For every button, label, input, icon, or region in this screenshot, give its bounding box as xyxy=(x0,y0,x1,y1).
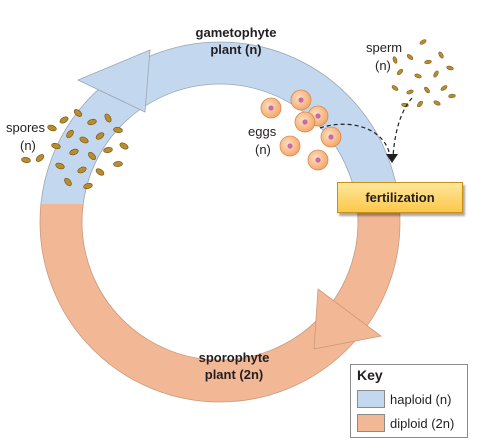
spore xyxy=(64,177,72,187)
spore xyxy=(83,182,93,190)
key-item-diploid-label: diploid (2n) xyxy=(390,415,455,431)
sperm-cell xyxy=(406,89,414,95)
egg xyxy=(279,135,301,157)
spore xyxy=(113,161,123,167)
sperm-cell xyxy=(406,54,414,60)
spore xyxy=(55,162,65,170)
key-item-haploid: haploid (n) xyxy=(357,390,451,408)
sperm-cell xyxy=(392,56,398,64)
spore xyxy=(35,154,45,162)
fertilization-label: fertilization xyxy=(365,190,435,205)
key-item-haploid-label: haploid (n) xyxy=(390,391,452,407)
spore xyxy=(95,168,105,176)
spores-label: spores xyxy=(6,120,46,135)
spore xyxy=(87,118,97,126)
egg xyxy=(307,149,329,171)
sperm-cell xyxy=(446,65,454,71)
haploid-swatch xyxy=(357,390,385,408)
gametophyte-label-line2: plant (n) xyxy=(210,42,261,57)
spore xyxy=(21,157,31,163)
egg xyxy=(290,89,312,111)
sperm-cell xyxy=(417,100,423,108)
spore xyxy=(69,148,79,156)
sporophyte-label-line1: sporophyte xyxy=(199,350,270,365)
fertilization-arrows xyxy=(319,97,413,157)
spore xyxy=(113,127,123,133)
spore xyxy=(88,152,96,160)
sperm-cell xyxy=(391,85,399,91)
egg xyxy=(320,126,342,148)
eggs-ploidy-label: (n) xyxy=(255,142,271,157)
key-item-diploid: diploid (2n) xyxy=(357,414,454,432)
gametophyte-label-line1: gametophyte xyxy=(196,25,277,40)
spore xyxy=(47,124,57,132)
sperm-cell xyxy=(433,100,441,106)
spore xyxy=(95,132,105,140)
diploid-ring-segment xyxy=(39,204,401,403)
spores-ploidy-label: (n) xyxy=(20,138,36,153)
spore-cluster xyxy=(21,109,129,190)
spore xyxy=(79,136,89,144)
egg xyxy=(294,111,316,133)
egg-to-fertilization-arrow xyxy=(319,123,391,157)
sperm-cell xyxy=(440,85,448,91)
key-legend: Key haploid (n) diploid (2n) xyxy=(350,364,468,438)
spore xyxy=(103,147,113,153)
sperm-ploidy-label: (n) xyxy=(375,58,391,73)
sperm-cell xyxy=(433,70,439,78)
spore xyxy=(77,166,87,174)
sperm-cell xyxy=(438,51,444,59)
sperm-cell xyxy=(396,68,404,76)
spore xyxy=(59,116,69,124)
sperm-cluster xyxy=(391,39,456,108)
sperm-cell xyxy=(424,86,430,94)
spore xyxy=(66,129,74,139)
arrowhead-lower-right xyxy=(313,288,382,350)
sperm-cell xyxy=(424,59,432,65)
sperm-cell xyxy=(448,93,456,99)
sperm-to-fertilization-arrow xyxy=(392,97,413,157)
spore xyxy=(119,142,129,150)
spore xyxy=(104,113,112,123)
spore xyxy=(51,142,61,150)
egg-cluster xyxy=(260,89,342,171)
cycle-ring xyxy=(39,41,401,403)
sperm-label: sperm xyxy=(366,40,402,55)
diploid-swatch xyxy=(357,414,385,432)
fertilization-box: fertilization xyxy=(337,182,463,213)
sperm-cell xyxy=(419,39,427,45)
spore xyxy=(73,109,83,117)
fertilization-arrowhead-icon xyxy=(386,154,398,163)
sperm-cell xyxy=(401,102,409,108)
sperm-cell xyxy=(414,73,422,79)
sporophyte-label-line2: plant (2n) xyxy=(205,367,264,382)
egg xyxy=(260,97,282,119)
eggs-label: eggs xyxy=(248,124,277,139)
key-title: Key xyxy=(357,367,383,383)
arrowhead-upper-left xyxy=(77,49,151,113)
